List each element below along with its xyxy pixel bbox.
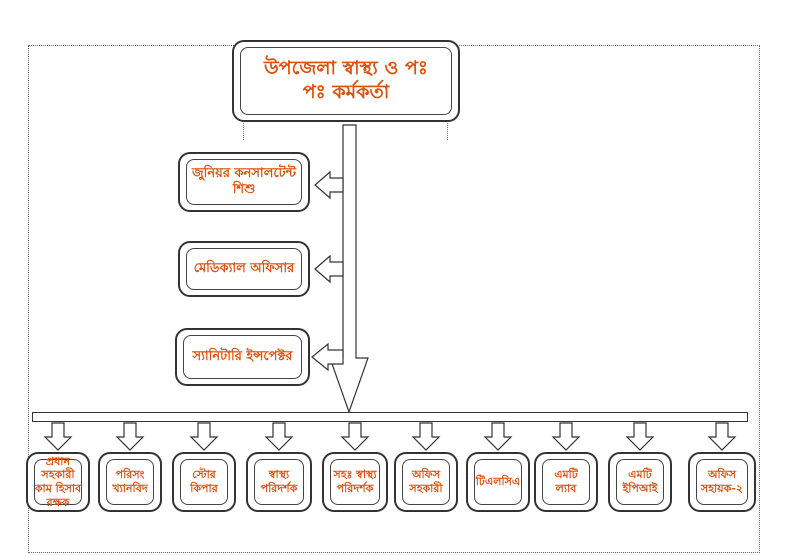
bottom-unit-line1: অফিস <box>412 468 440 482</box>
bottom-unit-line2: কিপার <box>190 482 218 495</box>
bottom-unit-line1: স্বাস্থ্য <box>268 468 290 482</box>
bottom-unit-line1: অফিস <box>708 468 736 482</box>
head-officer-line1: উপজেলা স্বাস্থ্য ও পঃ <box>263 57 428 80</box>
side-unit-3-line1: স্যানিটারি ইন্সপেক্টর <box>192 348 293 364</box>
bottom-down-arrow <box>115 422 145 451</box>
bottom-unit-line1: এমটি <box>628 468 652 482</box>
bottom-unit-line2: সহায়ক-২ <box>700 482 744 495</box>
left-arrow-3 <box>311 342 344 372</box>
junior-consultant-box: জুনিয়র কনসালটেন্ট শিশু <box>178 152 310 212</box>
head-officer-box: উপজেলা স্বাস্থ্য ও পঃ পঃ কর্মকর্তা <box>232 40 460 122</box>
bottom-unit-line2: সহকারী <box>409 482 443 495</box>
head-officer-line2: পঃ কর্মকর্তা <box>302 81 390 103</box>
side-unit-2-line1: মেডিক্যাল অফিসার <box>193 260 295 276</box>
bottom-unit-line1: পরিসং <box>115 468 145 482</box>
side-unit-1-line1: জুনিয়র কনসালটেন্ট <box>192 165 296 181</box>
bottom-down-arrow <box>483 422 513 451</box>
bottom-unit-line2: ইপিআই <box>622 482 658 495</box>
left-arrow-2 <box>314 254 344 284</box>
bottom-unit-line3: রক্ষক <box>46 495 70 509</box>
bottom-down-arrow <box>625 422 655 451</box>
bottom-unit-line2: কাম হিসাব <box>34 482 82 495</box>
bottom-unit-line2: খ্যানবিদ <box>112 482 148 495</box>
bottom-down-arrow <box>340 422 370 451</box>
bottom-unit-line2: পরিদর্শক <box>336 482 374 495</box>
bottom-unit-line2: ল্যাব <box>555 482 577 495</box>
bottom-unit-line1: সহঃ স্বাস্থ্য <box>333 468 377 482</box>
bottom-down-arrow <box>551 422 581 451</box>
bottom-down-arrows <box>43 422 737 451</box>
bottom-down-arrow <box>43 422 73 451</box>
bottom-unit-line1: টিএলসিএ <box>475 475 521 489</box>
bottom-down-arrow <box>264 422 294 451</box>
bottom-down-arrow <box>189 422 219 451</box>
bottom-down-arrow <box>707 422 737 451</box>
bottom-unit-line1: স্টোর <box>192 468 216 482</box>
bottom-unit-line2: পরিদর্শক <box>260 482 298 495</box>
bottom-unit-line1: প্রধান সহকারী <box>41 454 75 482</box>
sanitary-inspector-box: স্যানিটারি ইন্সপেক্টর <box>175 328 310 386</box>
horizontal-bus-bar <box>32 412 748 422</box>
medical-officer-box: মেডিক্যাল অফিসার <box>178 241 310 297</box>
left-arrow-1 <box>314 170 344 200</box>
bottom-unit-box: এমটিইপিআই <box>608 452 672 512</box>
bottom-unit-line1: এমটি <box>554 468 578 482</box>
bottom-unit-box: পরিসংখ্যানবিদ <box>98 452 162 512</box>
bottom-down-arrow <box>411 422 441 451</box>
side-unit-1-line2: শিশু <box>232 182 256 197</box>
bottom-unit-box: এমটিল্যাব <box>534 452 598 512</box>
bottom-unit-box: টিএলসিএ <box>466 452 530 512</box>
